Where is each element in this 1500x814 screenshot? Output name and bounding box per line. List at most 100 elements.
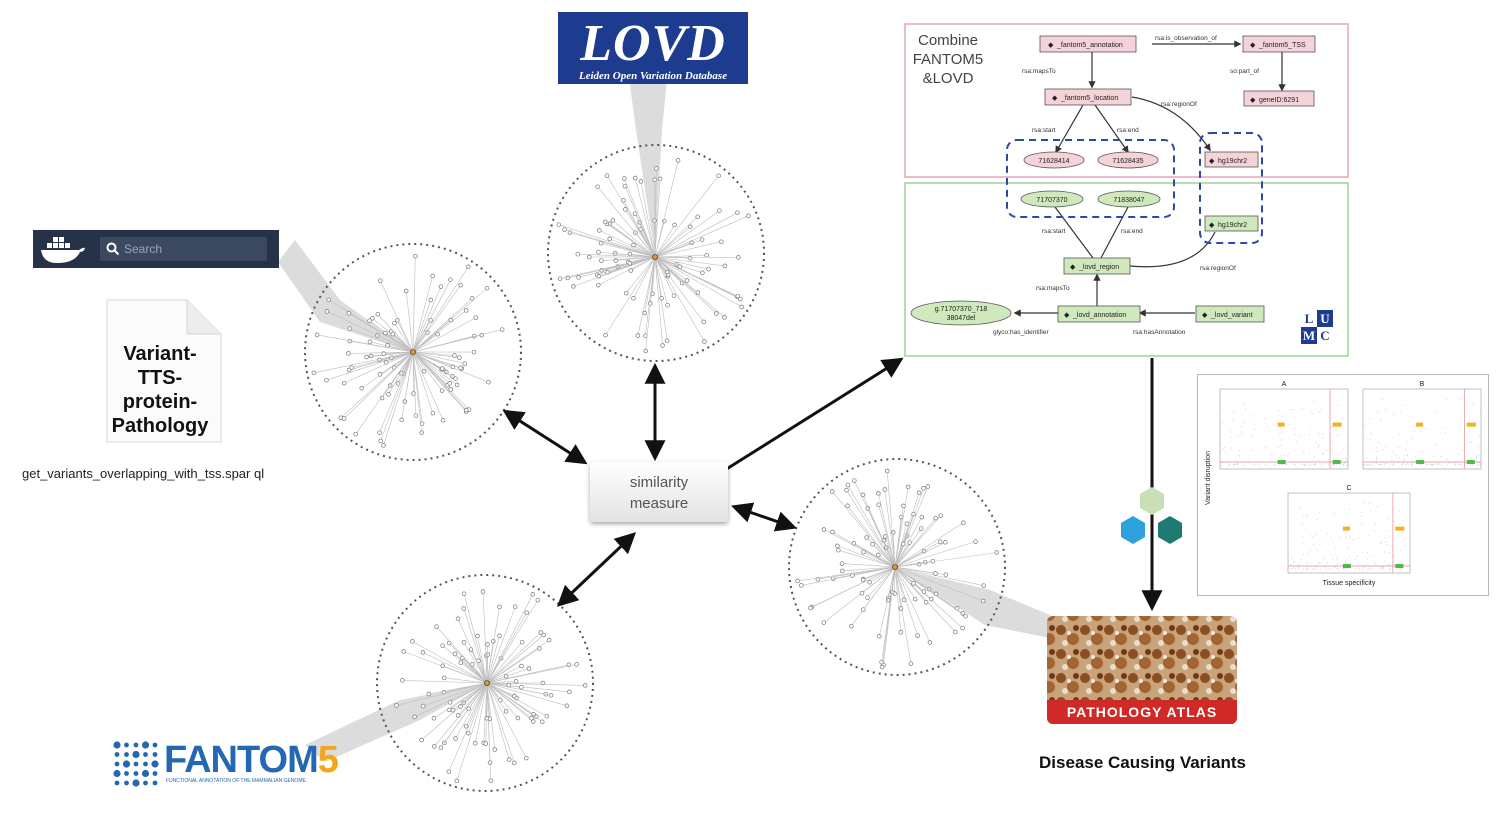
scatter-ylabel: Variant disruption: [1205, 451, 1212, 505]
node-end-lovd: [1097, 190, 1161, 208]
dashed-group-chromosome: [1199, 132, 1263, 244]
fantom5-subtitle: FUNCTIONAL ANNOTATION OF THE MAMMALIAN G…: [166, 778, 306, 784]
fantom5-logo: FANTOM5 FUNCTIONAL ANNOTATION OF THE MAM…: [112, 738, 340, 788]
node-fantom5-tss-label: _fantom5_TSS: [1258, 42, 1306, 49]
fantom5-dots-icon: [113, 741, 159, 787]
node-chr-fantom: [1204, 151, 1259, 168]
combine-title: Combine FANTOM5 &LOVD: [912, 31, 984, 88]
node-lovd-region: [1063, 257, 1131, 275]
node-start-fantom-label: 71628414: [1038, 158, 1069, 165]
document-label: Variant- TTS- protein- Pathology: [100, 342, 220, 438]
node-chr-lovd: [1204, 215, 1259, 232]
cluster-pathology: [788, 458, 1006, 676]
node-fantom5-annotation: [1039, 35, 1137, 53]
cluster-lovd: [547, 144, 765, 362]
lumc-letter: M: [1301, 327, 1317, 344]
svg-text:◆: ◆: [1202, 312, 1208, 319]
node-fantom5-location-label: _fantom5_location: [1060, 95, 1118, 102]
scatter-plot: A: [1219, 381, 1349, 470]
hexagon-cluster-icon: [1121, 487, 1182, 544]
document-label-line: Pathology: [111, 415, 209, 437]
beam-pathology: [895, 567, 1060, 640]
lovd-logo: LOVD Leiden Open Variation Database: [558, 12, 748, 84]
edge-label-start-fantom: rsa:start: [1032, 127, 1056, 134]
beam-lovd: [628, 70, 668, 255]
docker-whale-icon: [41, 237, 85, 263]
cluster-fantom: [376, 574, 594, 792]
node-fantom5-location: [1044, 88, 1132, 106]
arrow-pathology-similarity: [731, 502, 797, 532]
pathology-atlas-banner: PATHOLOGY ATLAS: [1047, 700, 1237, 724]
edge-label-maps-to-fantom: rsa:mapsTo: [1022, 68, 1056, 75]
lumc-letter: L: [1301, 310, 1317, 327]
beam-fantom: [305, 683, 487, 762]
arrow-docker-similarity: [502, 409, 588, 465]
combine-title-line: &LOVD: [922, 70, 974, 87]
svg-text:◆: ◆: [1052, 95, 1058, 102]
scatter-plot-panel-label: A: [1282, 381, 1287, 388]
node-fantom5-tss: [1242, 35, 1316, 53]
edge-label-region-of-fantom: rsa:regionOf: [1161, 101, 1197, 108]
node-lovd-variant-label: _lovd_variant: [1210, 312, 1253, 319]
scatter-plot: B: [1362, 381, 1482, 470]
node-hgvs: [910, 300, 1012, 326]
scatter-plot-panel-label: C: [1346, 485, 1351, 492]
node-lovd-region-label: _lovd_region: [1078, 264, 1119, 271]
document-label-line: TTS-: [137, 367, 183, 389]
node-lovd-annotation-label: _lovd_annotation: [1072, 312, 1126, 319]
search-icon: [106, 242, 120, 256]
node-chr-fantom-label: hg19chr2: [1218, 158, 1247, 165]
node-lovd-annotation: [1057, 305, 1141, 323]
edge-label-part-of: so:part_of: [1230, 68, 1259, 75]
edge-label-has-identifier: glyco:has_identifier: [993, 329, 1049, 336]
edge-label-observation: rsa:is_observation_of: [1155, 35, 1217, 42]
tissue-image: [1047, 616, 1237, 724]
input-beams: [278, 70, 1060, 762]
fantom5-digit: 5: [317, 739, 339, 781]
fantom5-wordmark: FANTOM5: [164, 738, 339, 782]
scatter-plot-panel-label: B: [1420, 381, 1425, 388]
document-label-line: Variant-: [123, 343, 197, 365]
network-clusters: [304, 144, 1006, 792]
node-gene-id-label: geneID:6291: [1259, 97, 1299, 104]
lumc-logo: L U M C: [1301, 310, 1333, 344]
node-gene-id: [1243, 90, 1315, 107]
node-end-lovd-label: 71838047: [1113, 197, 1144, 204]
edge-label-region-of-lovd: rsa:regionOf: [1200, 265, 1236, 272]
combine-title-line: FANTOM5: [912, 51, 984, 68]
similarity-label-line: similarity: [629, 474, 689, 491]
svg-text:◆: ◆: [1048, 42, 1054, 49]
node-start-fantom: [1023, 151, 1085, 169]
lovd-logo-subtitle: Leiden Open Variation Database: [578, 70, 728, 82]
document-icon: [106, 299, 222, 443]
edge-label-maps-to-lovd: rsa:mapsTo: [1036, 285, 1070, 292]
node-end-fantom: [1097, 151, 1159, 169]
edge-label-start-lovd: rsa:start: [1042, 228, 1066, 235]
scatter-plot: C: [1287, 485, 1411, 574]
query-filename: get_variants_overlapping_with_tss.spar q…: [22, 466, 265, 481]
similarity-label-line: measure: [629, 495, 689, 512]
lovd-logo-title: LOVD: [580, 15, 726, 72]
svg-text:◆: ◆: [1250, 97, 1256, 104]
docker-search-placeholder: Search: [124, 242, 163, 256]
disease-causing-variants-label: Disease Causing Variants: [1039, 753, 1246, 772]
edge-label-has-annotation: rsa:hasAnnotation: [1133, 329, 1186, 336]
lumc-letter: U: [1317, 310, 1333, 327]
docker-search-input[interactable]: Search: [100, 237, 267, 261]
connectors: [502, 357, 1163, 612]
svg-text:◆: ◆: [1070, 264, 1076, 271]
svg-text:◆: ◆: [1250, 42, 1256, 49]
svg-text:◆: ◆: [1209, 158, 1215, 165]
node-start-lovd: [1020, 190, 1084, 208]
node-fantom5-annotation-label: _fantom5_annotation: [1056, 42, 1123, 49]
scatter-xlabel: Tissue specificity: [1323, 580, 1376, 587]
cluster-docker: [304, 243, 522, 461]
node-lovd-variant: [1195, 305, 1265, 323]
svg-text:◆: ◆: [1209, 222, 1215, 229]
rdf-graph: ◆ _fantom5_annotation ◆ _fantom5_TSS ◆ _…: [904, 23, 1349, 357]
similarity-measure-box: similarity measure: [590, 462, 728, 522]
